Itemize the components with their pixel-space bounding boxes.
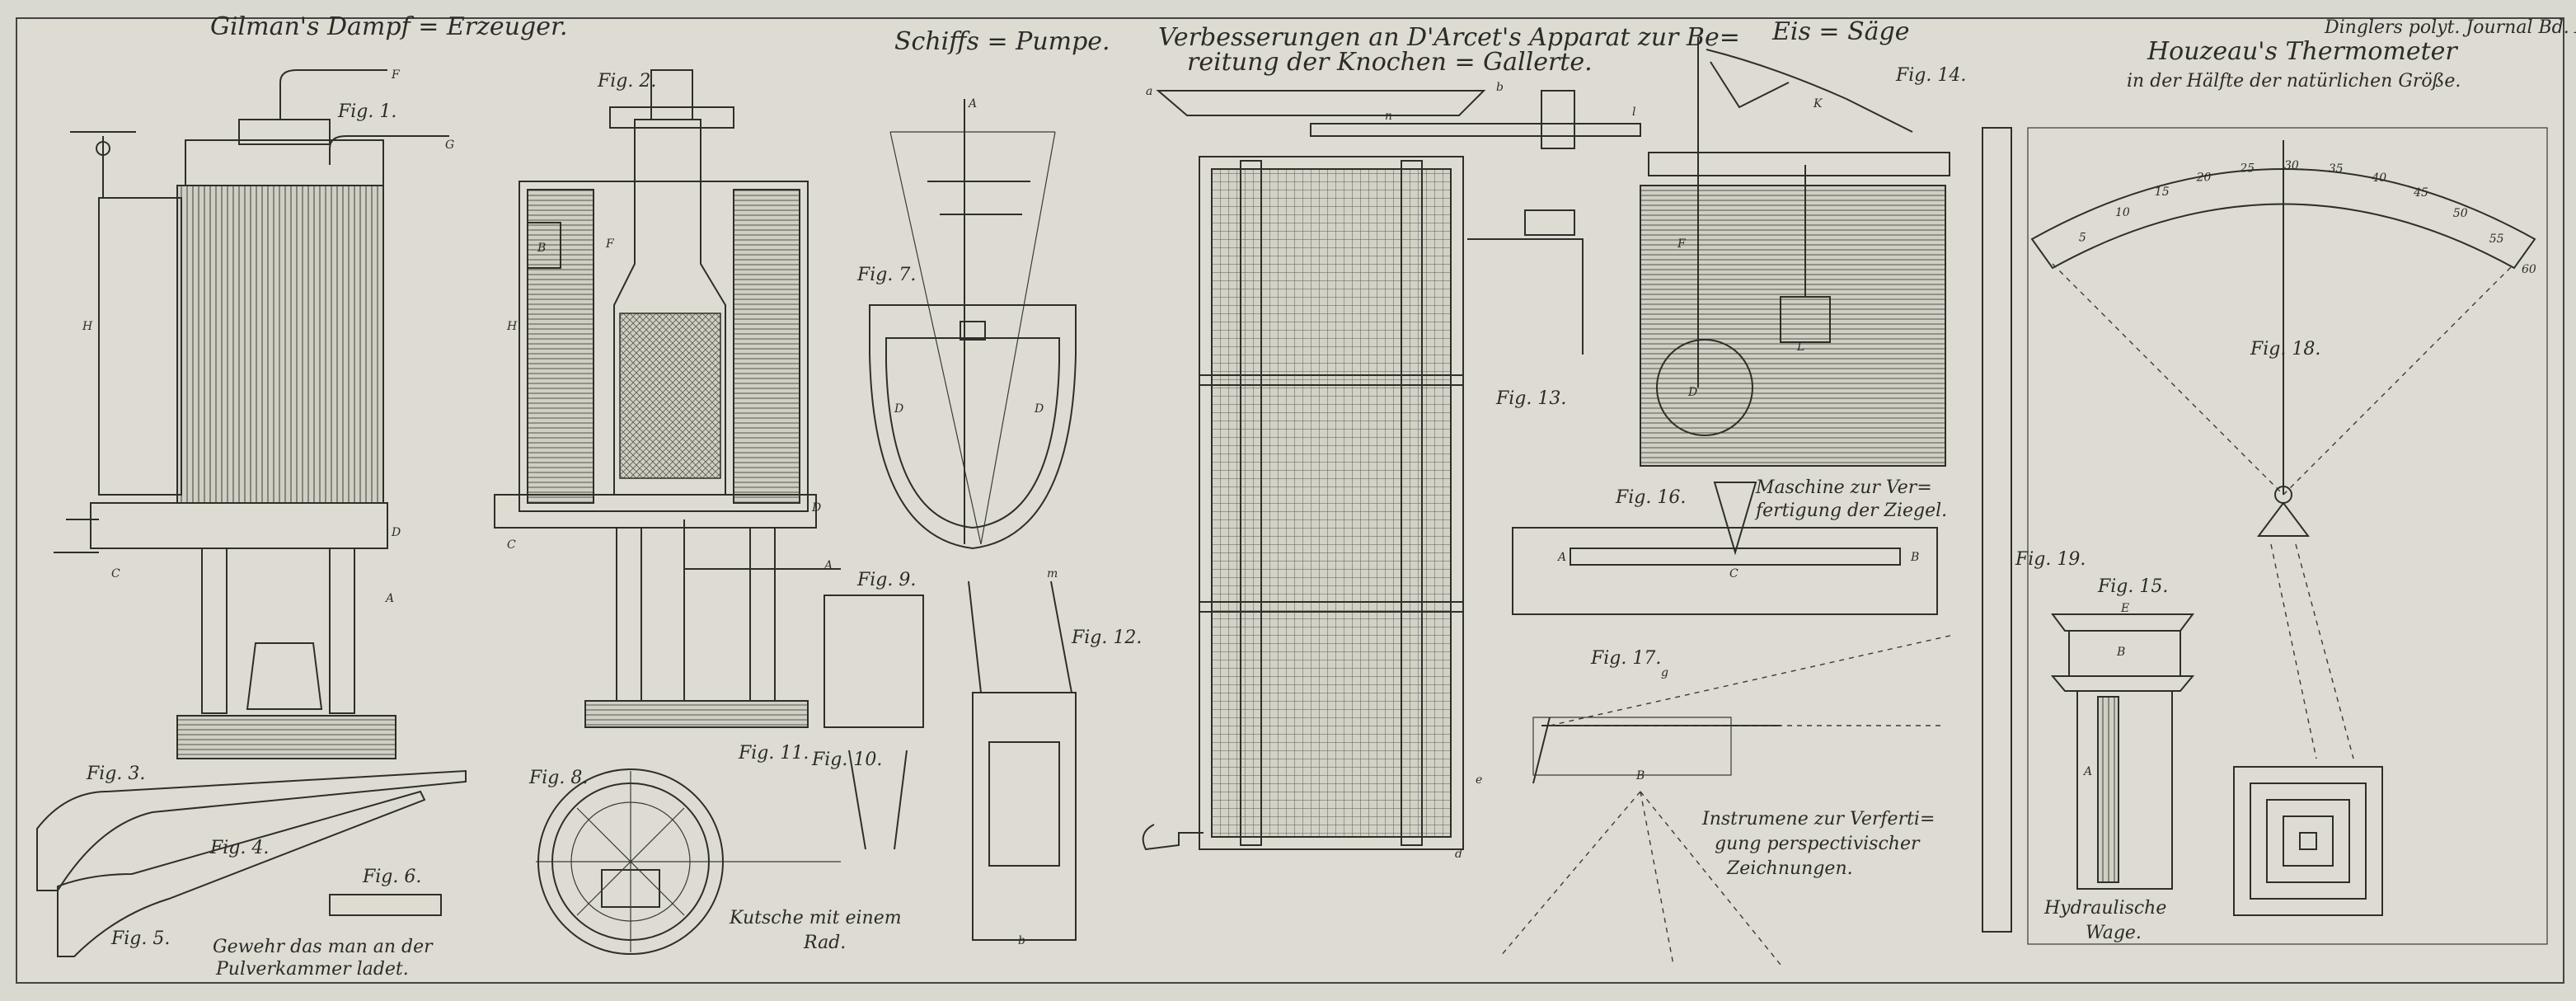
label-fig10: Fig. 10.	[811, 750, 882, 770]
letter-d13: d	[1455, 848, 1462, 861]
fig15-hydraulic-balance: Fig. 15. E B A Hydraulische Wage.	[2043, 576, 2195, 943]
fig13-darcet-apparatus: Verbesserungen an D'Arcet's Apparat zur …	[1142, 23, 1740, 861]
letter-E15: E	[2120, 602, 2129, 615]
letter-A2: A	[823, 559, 833, 572]
letter-A16: A	[1556, 551, 1566, 564]
fig17-perspective-instrument: Fig. 17. Instrumene zur Verferti= gung p…	[1499, 634, 1954, 966]
label-fig1: Fig. 1.	[337, 101, 396, 122]
letter-C1: C	[111, 567, 120, 580]
brick-caption-1: Maschine zur Ver=	[1755, 477, 1932, 498]
letter-D7b: D	[1034, 402, 1044, 416]
label-fig4: Fig. 4.	[209, 838, 269, 858]
hydro-caption-1: Hydraulische	[2043, 898, 2166, 919]
letter-A7: A	[967, 97, 977, 110]
title-ship-pump: Schiffs = Pumpe.	[894, 27, 1110, 56]
letter-m12: m	[1047, 567, 1058, 580]
journal-reference: Dinglers polyt. Journal Bd. XXXVI. Tb. V…	[2324, 17, 2576, 38]
letter-F14: F	[1677, 237, 1687, 251]
label-fig5: Fig. 5.	[110, 928, 170, 949]
fig18-houzeau-thermometer: Houzeau's Thermometer in der Hälfte der …	[2027, 37, 2548, 945]
letter-H2: H	[506, 320, 518, 333]
label-fig3: Fig. 3.	[86, 764, 145, 784]
gun-caption-2: Pulverkammer ladet.	[215, 959, 409, 980]
thermo-scale-label: 30	[2284, 159, 2299, 172]
fig3-4-5-guns: Fig. 3. Fig. 4. Fig. 5. Fig. 6. Gewehr d…	[36, 764, 467, 980]
letter-F2: F	[605, 237, 615, 251]
thermo-scale: 5 10 15 20 25 30 35 40 45 50 55 60	[2079, 159, 2536, 276]
coach-caption-1: Kutsche mit einem	[729, 908, 902, 928]
thermo-scale-label: 45	[2413, 186, 2428, 200]
letter-L14: L	[1796, 341, 1804, 354]
letter-K14: K	[1813, 97, 1823, 110]
fig2-boiler-section: Fig. 2. B F H D C A	[494, 69, 841, 728]
brick-caption-2: fertigung der Ziegel.	[1754, 500, 1947, 521]
letter-F1: F	[391, 68, 401, 82]
label-fig11: Fig. 11.	[738, 743, 809, 764]
instr-caption-2: gung perspectivischer	[1715, 834, 1921, 854]
letter-G1: G	[445, 139, 454, 152]
thermo-scale-label: 40	[2371, 172, 2386, 185]
thermo-scale-label: 25	[2239, 162, 2255, 176]
fig16-brick-machine: Fig. 16. Maschine zur Ver= fertigung der…	[1512, 477, 1947, 615]
letter-A1: A	[384, 592, 394, 605]
title-gilman: Gilman's Dampf = Erzeuger.	[210, 12, 568, 41]
letter-D7a: D	[894, 402, 903, 416]
fig9-fig12-frames: Fig. 9. Fig. 12. m b	[823, 567, 1142, 947]
instr-caption-1: Instrumene zur Verferti=	[1701, 809, 1935, 829]
title-ice-saw: Eis = Säge	[1771, 17, 1910, 46]
fig14-ice-saw: Eis = Säge Fig. 14. D L F K	[1640, 17, 1966, 467]
fig1-gilman-boiler: Gilman's Dampf = Erzeuger. Fig. 1. H D A…	[54, 12, 568, 759]
letter-C16: C	[1729, 567, 1738, 580]
letter-g17: g	[1661, 666, 1668, 679]
letter-e13: e	[1476, 773, 1482, 787]
label-fig19: Fig. 19.	[2015, 549, 2086, 570]
letter-C2: C	[507, 538, 516, 552]
label-fig18: Fig. 18.	[2250, 339, 2320, 360]
thermo-scale-label: 10	[2115, 206, 2130, 219]
label-fig16: Fig. 16.	[1615, 487, 1686, 508]
gun-caption-1: Gewehr das man an der	[213, 937, 434, 957]
thermo-scale-label: 5	[2079, 232, 2086, 245]
coach-caption-2: Rad.	[803, 933, 846, 953]
letter-D2: D	[811, 501, 821, 515]
thermo-scale-label: 15	[2155, 186, 2170, 199]
label-fig9: Fig. 9.	[856, 570, 916, 590]
letter-B17: B	[1635, 769, 1645, 782]
letter-a13: a	[1146, 85, 1152, 98]
hydro-caption-2: Wage.	[2086, 923, 2142, 943]
letter-l13: l	[1632, 106, 1635, 119]
label-fig12: Fig. 12.	[1071, 627, 1142, 648]
fig7-ship-pump: Schiffs = Pumpe. Fig. 7. D D A	[856, 27, 1110, 550]
letter-B15: B	[2116, 646, 2125, 659]
thermo-scale-label: 60	[2522, 263, 2536, 276]
label-fig13: Fig. 13.	[1495, 388, 1566, 409]
letter-D1: D	[391, 526, 401, 539]
instr-caption-3: Zeichnungen.	[1726, 858, 1853, 879]
thermo-scale-label: 50	[2453, 207, 2468, 220]
letter-n13: n	[1385, 110, 1392, 123]
title-houzeau-1: Houzeau's Thermometer	[2147, 37, 2458, 66]
letter-b13: b	[1496, 81, 1504, 94]
title-houzeau-2: in der Hälfte der natürlichen Größe.	[2127, 71, 2461, 92]
label-fig15: Fig. 15.	[2097, 576, 2168, 597]
letter-b12: b	[1018, 934, 1025, 947]
label-fig6: Fig. 6.	[362, 867, 421, 887]
label-fig7: Fig. 7.	[856, 265, 916, 285]
thermo-scale-label: 35	[2329, 162, 2344, 176]
fig8-coach-wheel: Fig. 8. Fig. 11. Fig. 10. Kutsche mit ei…	[528, 743, 908, 955]
label-fig2: Fig. 2.	[597, 71, 656, 92]
letter-D14: D	[1687, 386, 1697, 399]
label-fig14: Fig. 14.	[1895, 65, 1966, 86]
letter-A15: A	[2082, 765, 2092, 778]
title-darcet-1: Verbesserungen an D'Arcet's Apparat zur …	[1158, 23, 1740, 52]
letter-B16: B	[1910, 551, 1919, 564]
fig19-vertical-rule: Fig. 19.	[1982, 127, 2086, 933]
letter-B2: B	[537, 242, 546, 255]
letter-H1: H	[82, 320, 93, 333]
title-darcet-2: reitung der Knochen = Gallerte.	[1187, 48, 1593, 77]
label-fig17: Fig. 17.	[1590, 648, 1661, 669]
thermo-scale-label: 55	[2489, 233, 2504, 246]
thermo-scale-label: 20	[2196, 171, 2212, 184]
